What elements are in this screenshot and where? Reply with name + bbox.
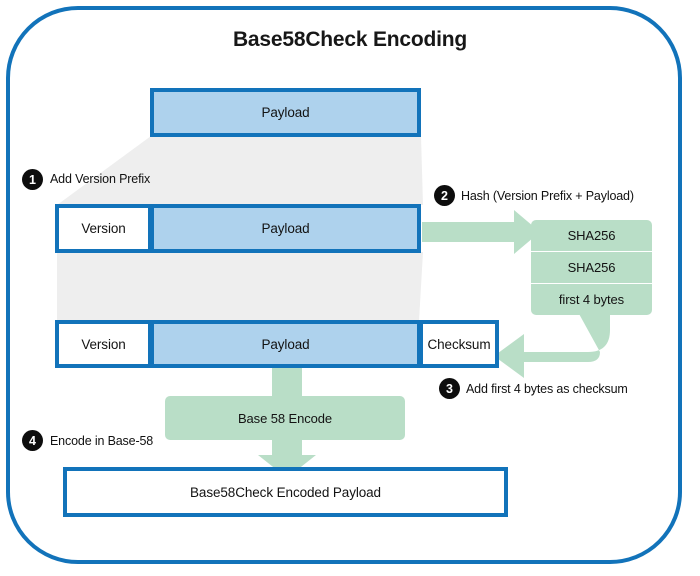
- row2-version-box[interactable]: Version: [55, 204, 152, 253]
- hash-box-sha256-1-label: SHA256: [567, 228, 616, 243]
- row2-payload-box[interactable]: Payload: [150, 204, 421, 253]
- step-badge-3-number: 3: [446, 381, 453, 396]
- row3-payload-label: Payload: [261, 336, 310, 352]
- step-badge-1-number: 1: [29, 172, 36, 187]
- step-badge-3: 3: [439, 378, 460, 399]
- row3-checksum-box[interactable]: Checksum: [419, 320, 499, 368]
- step-label-3: Add first 4 bytes as checksum: [466, 382, 628, 396]
- row1-payload-label: Payload: [261, 105, 310, 120]
- hash-box-first-4-bytes[interactable]: first 4 bytes: [531, 284, 652, 315]
- row2-version-label: Version: [81, 221, 126, 236]
- base58-encode-label: Base 58 Encode: [237, 410, 332, 426]
- row1-payload-box[interactable]: Payload: [150, 88, 421, 137]
- hash-box-sha256-1[interactable]: SHA256: [531, 220, 652, 251]
- base58-encode-box[interactable]: Base 58 Encode: [165, 396, 405, 440]
- step-badge-4-number: 4: [29, 433, 36, 448]
- hash-box-first-4-bytes-label: first 4 bytes: [558, 292, 625, 307]
- step-label-1: Add Version Prefix: [50, 172, 151, 186]
- row2-payload-label: Payload: [261, 221, 310, 236]
- step-badge-1: 1: [22, 169, 43, 190]
- hash-box-sha256-2[interactable]: SHA256: [531, 252, 652, 283]
- row3-payload-box[interactable]: Payload: [150, 320, 421, 368]
- step-label-2: Hash (Version Prefix + Payload): [461, 189, 634, 203]
- step-badge-4: 4: [22, 430, 43, 451]
- output-base58check-label: Base58Check Encoded Payload: [190, 484, 381, 500]
- output-base58check-box[interactable]: Base58Check Encoded Payload: [63, 467, 508, 517]
- row3-checksum-label: Checksum: [427, 336, 491, 352]
- page-title: Base58Check Encoding: [232, 28, 468, 51]
- hash-box-sha256-2-label: SHA256: [567, 260, 616, 275]
- step-badge-2: 2: [434, 185, 455, 206]
- step-label-4: Encode in Base-58: [50, 434, 154, 448]
- step-badge-2-number: 2: [441, 188, 448, 203]
- row3-version-label: Version: [81, 336, 126, 352]
- row3-version-box[interactable]: Version: [55, 320, 152, 368]
